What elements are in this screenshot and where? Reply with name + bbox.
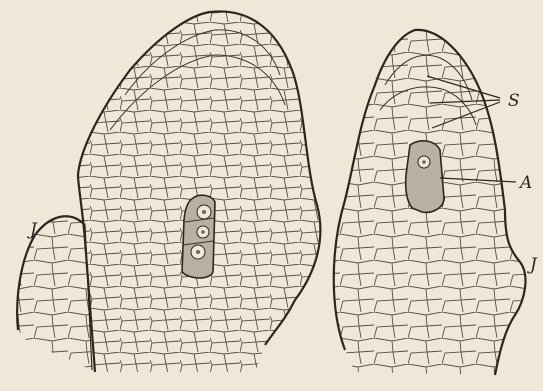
label-j-right: J: [527, 255, 538, 275]
left-apex: [70, 0, 330, 380]
right-archesporium: [406, 141, 444, 213]
label-a: A: [518, 173, 532, 193]
label-s: S: [508, 91, 520, 111]
label-j-left: J: [27, 220, 38, 240]
left-archesporium: [182, 195, 215, 278]
